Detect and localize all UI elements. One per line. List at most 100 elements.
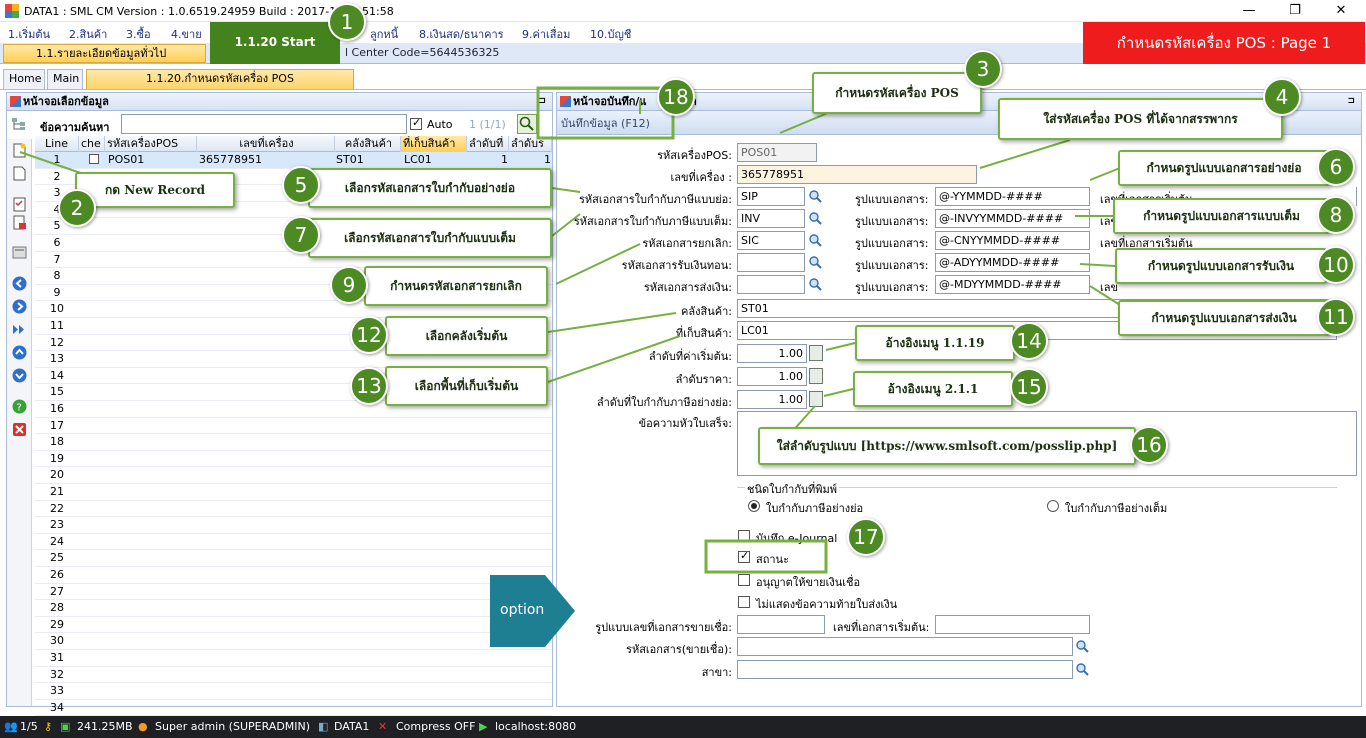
calculator-icon[interactable] bbox=[809, 391, 823, 407]
col-seq1[interactable]: ลำดับที่ bbox=[467, 136, 509, 152]
hide-footer-checkbox[interactable] bbox=[738, 596, 750, 608]
price-seq-field[interactable]: 1.00 bbox=[737, 367, 807, 386]
table-row[interactable]: 16 bbox=[35, 401, 552, 418]
format-receive-field[interactable]: @-ADYYMMDD-#### bbox=[935, 253, 1090, 272]
breadcrumb[interactable]: 1.1.รายละเอียดข้อมูลทั่วไป bbox=[3, 44, 206, 63]
table-row[interactable]: 29 bbox=[35, 617, 552, 634]
format-full-field[interactable]: @-INVYYMMDD-#### bbox=[935, 209, 1090, 228]
new-record-icon[interactable] bbox=[12, 143, 27, 158]
table-row[interactable]: 25 bbox=[35, 550, 552, 567]
col-location[interactable]: ที่เก็บสินค้า bbox=[401, 136, 467, 152]
short-tax-field[interactable]: SIP bbox=[737, 187, 805, 206]
print-preview-icon[interactable] bbox=[12, 245, 27, 260]
checklist-icon[interactable] bbox=[12, 197, 27, 212]
table-row[interactable]: 17 bbox=[35, 418, 552, 435]
menu-item-cash-bank[interactable]: 8.เงินสด/ธนาคาร bbox=[419, 28, 504, 41]
receive-field[interactable] bbox=[737, 253, 805, 272]
col-pos-code[interactable]: รหัสเครื่องPOS bbox=[105, 136, 197, 152]
credit-start-doc-field[interactable] bbox=[935, 615, 1090, 634]
col-machine-no[interactable]: เลขที่เครื่อง bbox=[197, 136, 335, 152]
radio-short-form[interactable] bbox=[748, 500, 760, 512]
table-row[interactable]: 7 bbox=[35, 252, 552, 269]
menu-item-depreciation[interactable]: 9.ค่าเสื่อม bbox=[522, 28, 571, 41]
forward-icon[interactable] bbox=[12, 299, 27, 314]
table-row[interactable]: 11 bbox=[35, 318, 552, 335]
table-row[interactable]: 26 bbox=[35, 567, 552, 584]
lookup-branch-icon[interactable] bbox=[1074, 660, 1090, 679]
tree-icon[interactable] bbox=[11, 117, 27, 131]
pin-icon[interactable]: ⊐ bbox=[538, 96, 546, 106]
help-icon[interactable]: ? bbox=[12, 399, 27, 414]
format-send-field[interactable]: @-MDYYMMDD-#### bbox=[935, 275, 1090, 294]
table-row[interactable]: 10 bbox=[35, 301, 552, 318]
lookup-short-tax-icon[interactable] bbox=[807, 187, 823, 206]
menu-item-sale[interactable]: 4.ขาย bbox=[171, 28, 202, 41]
radio-full-form[interactable] bbox=[1047, 500, 1059, 512]
status-checkbox[interactable] bbox=[738, 549, 750, 563]
table-row[interactable]: 27 bbox=[35, 584, 552, 601]
table-row[interactable]: 24 bbox=[35, 534, 552, 551]
format-short-field[interactable]: @-YYMMDD-#### bbox=[935, 187, 1090, 206]
table-row[interactable]: 8 bbox=[35, 268, 552, 285]
close-red-icon[interactable] bbox=[12, 422, 27, 437]
col-check[interactable]: che bbox=[79, 136, 105, 152]
close-button[interactable]: ✕ bbox=[1335, 3, 1347, 18]
table-row[interactable]: 18 bbox=[35, 434, 552, 451]
back-icon[interactable] bbox=[12, 276, 27, 291]
menu-item-debtor[interactable]: ลูกหนี้ bbox=[370, 28, 399, 41]
lookup-cancel-icon[interactable] bbox=[807, 231, 823, 250]
maximize-button[interactable]: ❐ bbox=[1289, 3, 1301, 18]
pin-icon[interactable]: ⊐ bbox=[1347, 96, 1355, 106]
table-row[interactable]: 33 bbox=[35, 683, 552, 700]
tab-home[interactable]: Home bbox=[3, 69, 45, 89]
credit-format-field[interactable] bbox=[737, 615, 825, 634]
calculator-icon[interactable] bbox=[809, 345, 823, 361]
blank-page-icon[interactable] bbox=[12, 166, 27, 181]
table-row[interactable]: 30 bbox=[35, 633, 552, 650]
table-row[interactable]: 19 bbox=[35, 451, 552, 468]
table-row[interactable]: 15 bbox=[35, 384, 552, 401]
row-checkbox[interactable] bbox=[89, 154, 99, 164]
menu-item-start[interactable]: 1.เริ่มต้น bbox=[8, 28, 51, 41]
menu-item-accounting[interactable]: 10.บัญชี bbox=[590, 28, 632, 41]
pos-code-field[interactable]: POS01 bbox=[737, 143, 817, 162]
table-row[interactable]: 32 bbox=[35, 667, 552, 684]
lookup-credit-doc-icon[interactable] bbox=[1074, 637, 1090, 656]
col-line[interactable]: Line bbox=[35, 136, 79, 152]
lookup-receive-icon[interactable] bbox=[807, 253, 823, 272]
table-row[interactable]: 22 bbox=[35, 501, 552, 518]
lookup-full-tax-icon[interactable] bbox=[807, 209, 823, 228]
save-button[interactable]: บันทึกข้อมูล (F12) bbox=[561, 117, 650, 130]
credit-checkbox[interactable] bbox=[738, 574, 750, 586]
calculator-icon[interactable] bbox=[809, 368, 823, 384]
format-cancel-field[interactable]: @-CNYYMMDD-#### bbox=[935, 231, 1090, 250]
search-input[interactable] bbox=[121, 114, 407, 134]
minimize-button[interactable]: — bbox=[1242, 3, 1256, 18]
search-icon[interactable] bbox=[517, 114, 537, 134]
ejournal-checkbox[interactable] bbox=[738, 530, 750, 542]
tab-pos-setup[interactable]: 1.1.20.กำหนดรหัสเครื่อง POS bbox=[86, 69, 354, 89]
credit-doc-code-field[interactable] bbox=[737, 637, 1073, 656]
move-down-icon[interactable] bbox=[12, 368, 27, 383]
table-row[interactable]: 34 bbox=[35, 700, 552, 717]
table-row[interactable]: 23 bbox=[35, 517, 552, 534]
table-row[interactable]: 9 bbox=[35, 285, 552, 302]
table-row[interactable]: 21 bbox=[35, 484, 552, 501]
menu-item-product[interactable]: 2.สินค้า bbox=[69, 28, 108, 41]
short-form-seq-field[interactable]: 1.00 bbox=[737, 390, 807, 409]
delete-doc-icon[interactable] bbox=[12, 215, 27, 230]
col-warehouse[interactable]: คลังสินค้า bbox=[335, 136, 401, 152]
send-field[interactable] bbox=[737, 275, 805, 294]
machine-no-field[interactable]: 365778951 bbox=[737, 165, 977, 184]
auto-checkbox[interactable] bbox=[410, 116, 422, 130]
branch-field[interactable] bbox=[737, 660, 1073, 679]
table-row[interactable]: 12 bbox=[35, 335, 552, 352]
table-row[interactable]: 1 POS01 365778951 ST01 LC01 1 1 bbox=[35, 152, 552, 169]
table-row[interactable]: 14 bbox=[35, 368, 552, 385]
tab-main[interactable]: Main bbox=[47, 69, 83, 89]
menu-item-purchase[interactable]: 3.ซื้อ bbox=[126, 28, 151, 41]
col-seq2[interactable]: ลำดับร bbox=[509, 136, 552, 152]
move-up-icon[interactable] bbox=[12, 345, 27, 360]
price-start-field[interactable]: 1.00 bbox=[737, 344, 807, 363]
table-row[interactable]: 13 bbox=[35, 351, 552, 368]
